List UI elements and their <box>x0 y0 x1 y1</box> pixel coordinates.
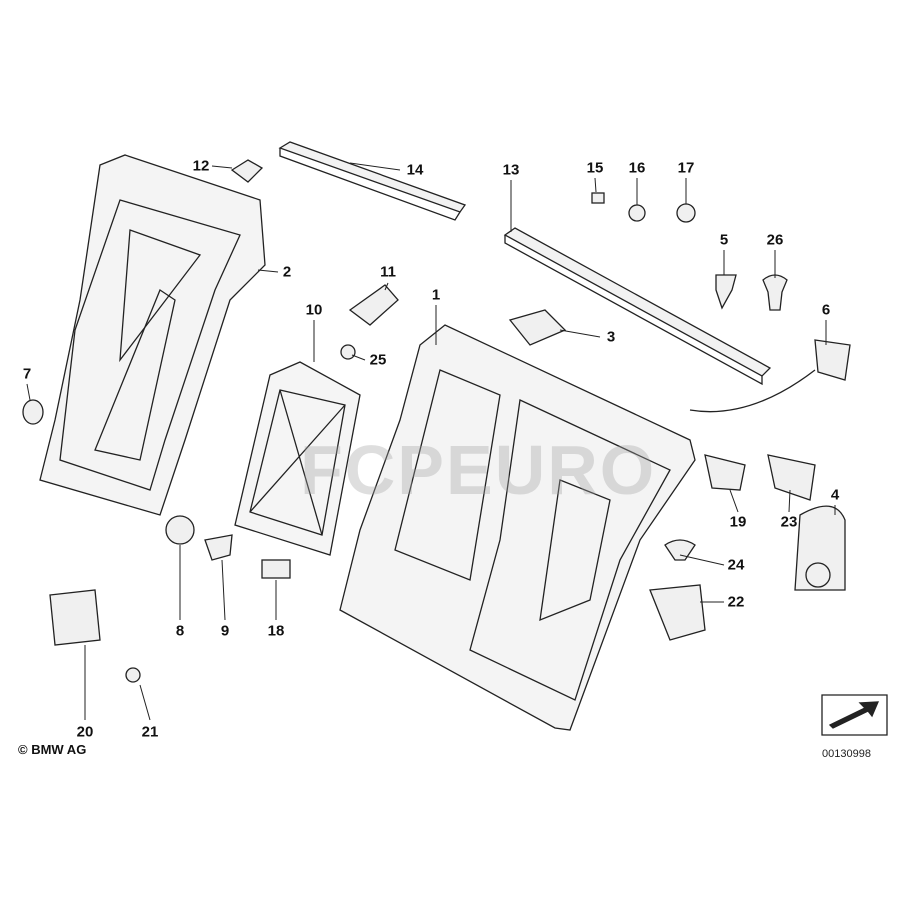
callout-2[interactable]: 2 <box>282 263 292 281</box>
callout-16[interactable]: 16 <box>628 159 646 177</box>
callout-11[interactable]: 11 <box>380 263 396 281</box>
watermark: FCPEURO <box>300 431 657 509</box>
copyright: © BMW AG <box>18 742 87 757</box>
callout-8[interactable]: 8 <box>175 622 185 640</box>
callout-12[interactable]: 12 <box>192 157 210 175</box>
part-1-backrest-frame-main <box>339 324 696 731</box>
callout-25[interactable]: 25 <box>369 351 387 369</box>
small-parts <box>22 159 888 736</box>
callout-3[interactable]: 3 <box>606 328 616 346</box>
part-2-backrest-frame-left <box>39 154 266 516</box>
callout-20[interactable]: 20 <box>76 723 94 741</box>
callout-17[interactable]: 17 <box>677 159 695 177</box>
part-14-trim-strip <box>278 141 467 221</box>
callout-26[interactable]: 26 <box>766 231 784 249</box>
leader-lines <box>26 162 836 721</box>
callout-24[interactable]: 24 <box>727 556 745 574</box>
callout-7[interactable]: 7 <box>22 365 32 383</box>
callout-9[interactable]: 9 <box>220 622 230 640</box>
callout-5[interactable]: 5 <box>719 231 729 249</box>
callout-1[interactable]: 1 <box>431 286 441 304</box>
callout-6[interactable]: 6 <box>821 301 831 319</box>
callout-14[interactable]: 14 <box>406 161 424 179</box>
arrow-icon <box>828 701 880 729</box>
callout-21[interactable]: 21 <box>141 723 159 741</box>
part-10-panel <box>234 361 361 556</box>
callout-15[interactable]: 15 <box>586 159 604 177</box>
callout-4[interactable]: 4 <box>830 486 840 504</box>
callout-18[interactable]: 18 <box>267 622 285 640</box>
callout-23[interactable]: 23 <box>780 513 798 531</box>
diagram-code: 00130998 <box>822 748 871 760</box>
callout-22[interactable]: 22 <box>727 593 745 611</box>
callout-10[interactable]: 10 <box>305 301 323 319</box>
part-13-trim-strip <box>503 227 772 386</box>
callout-13[interactable]: 13 <box>502 161 520 179</box>
callout-19[interactable]: 19 <box>729 513 747 531</box>
